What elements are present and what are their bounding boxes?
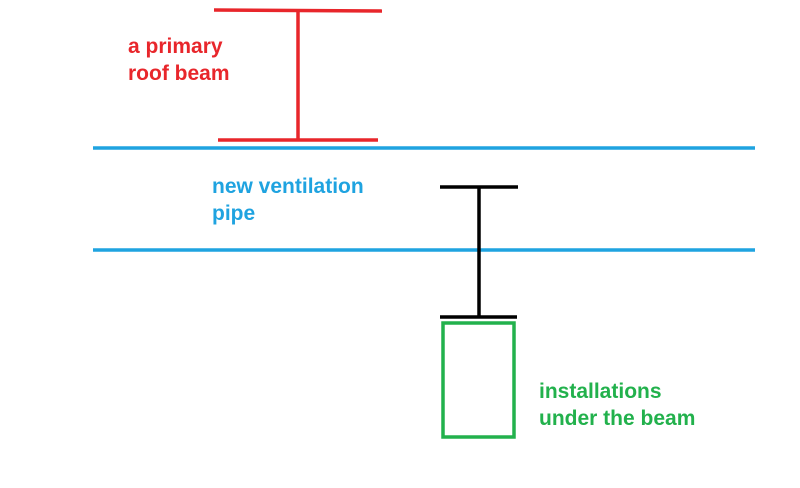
roof-beam-label-line-2: roof beam [128,62,230,85]
installations-label: installations under the beam [539,378,695,432]
hanger-shape [440,185,518,319]
installations-label-line-1: installations [539,380,662,403]
installations-label-line-2: under the beam [539,407,696,430]
ventilation-pipe-label: new ventilation pipe [212,173,364,227]
roof-beam-label: a primary roof beam [128,33,230,87]
ventilation-pipe-label-line-1: new ventilation [212,175,364,198]
ventilation-pipe-shape [93,146,755,252]
roof-beam-shape [213,8,383,142]
installations-box [441,321,516,439]
roof-beam-label-line-1: a primary [128,35,223,58]
ventilation-pipe-label-line-2: pipe [212,202,256,225]
